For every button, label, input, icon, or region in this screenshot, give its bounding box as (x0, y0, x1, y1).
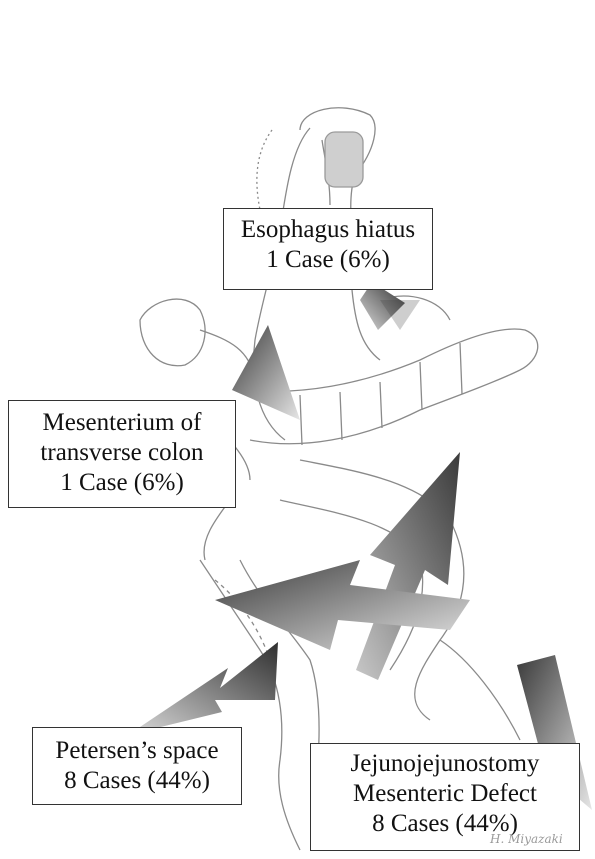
callout-mesenterium-title-2: transverse colon (9, 438, 235, 468)
callout-petersen-space: Petersen’s space 8 Cases (44%) (32, 727, 242, 805)
callout-mesenterium: Mesenterium of transverse colon 1 Case (… (8, 400, 236, 508)
arrow-mesenterium (232, 325, 300, 420)
callout-petersen-title: Petersen’s space (33, 736, 241, 766)
callout-esophagus-title: Esophagus hiatus (224, 215, 432, 245)
arrow-jejuno-upper (356, 452, 460, 680)
callout-esophagus-hiatus: Esophagus hiatus 1 Case (6%) (223, 208, 433, 290)
callout-jejuno-title-2: Mesenteric Defect (311, 779, 579, 809)
callout-jejuno-title-1: Jejunojejunostomy (311, 749, 579, 779)
callout-mesenterium-title-1: Mesenterium of (9, 408, 235, 438)
artist-signature: H. Miyazaki (490, 832, 563, 846)
callout-petersen-count: 8 Cases (44%) (33, 766, 241, 796)
arrow-petersen (128, 642, 278, 735)
callout-mesenterium-count: 1 Case (6%) (9, 468, 235, 498)
callout-esophagus-count: 1 Case (6%) (224, 245, 432, 275)
